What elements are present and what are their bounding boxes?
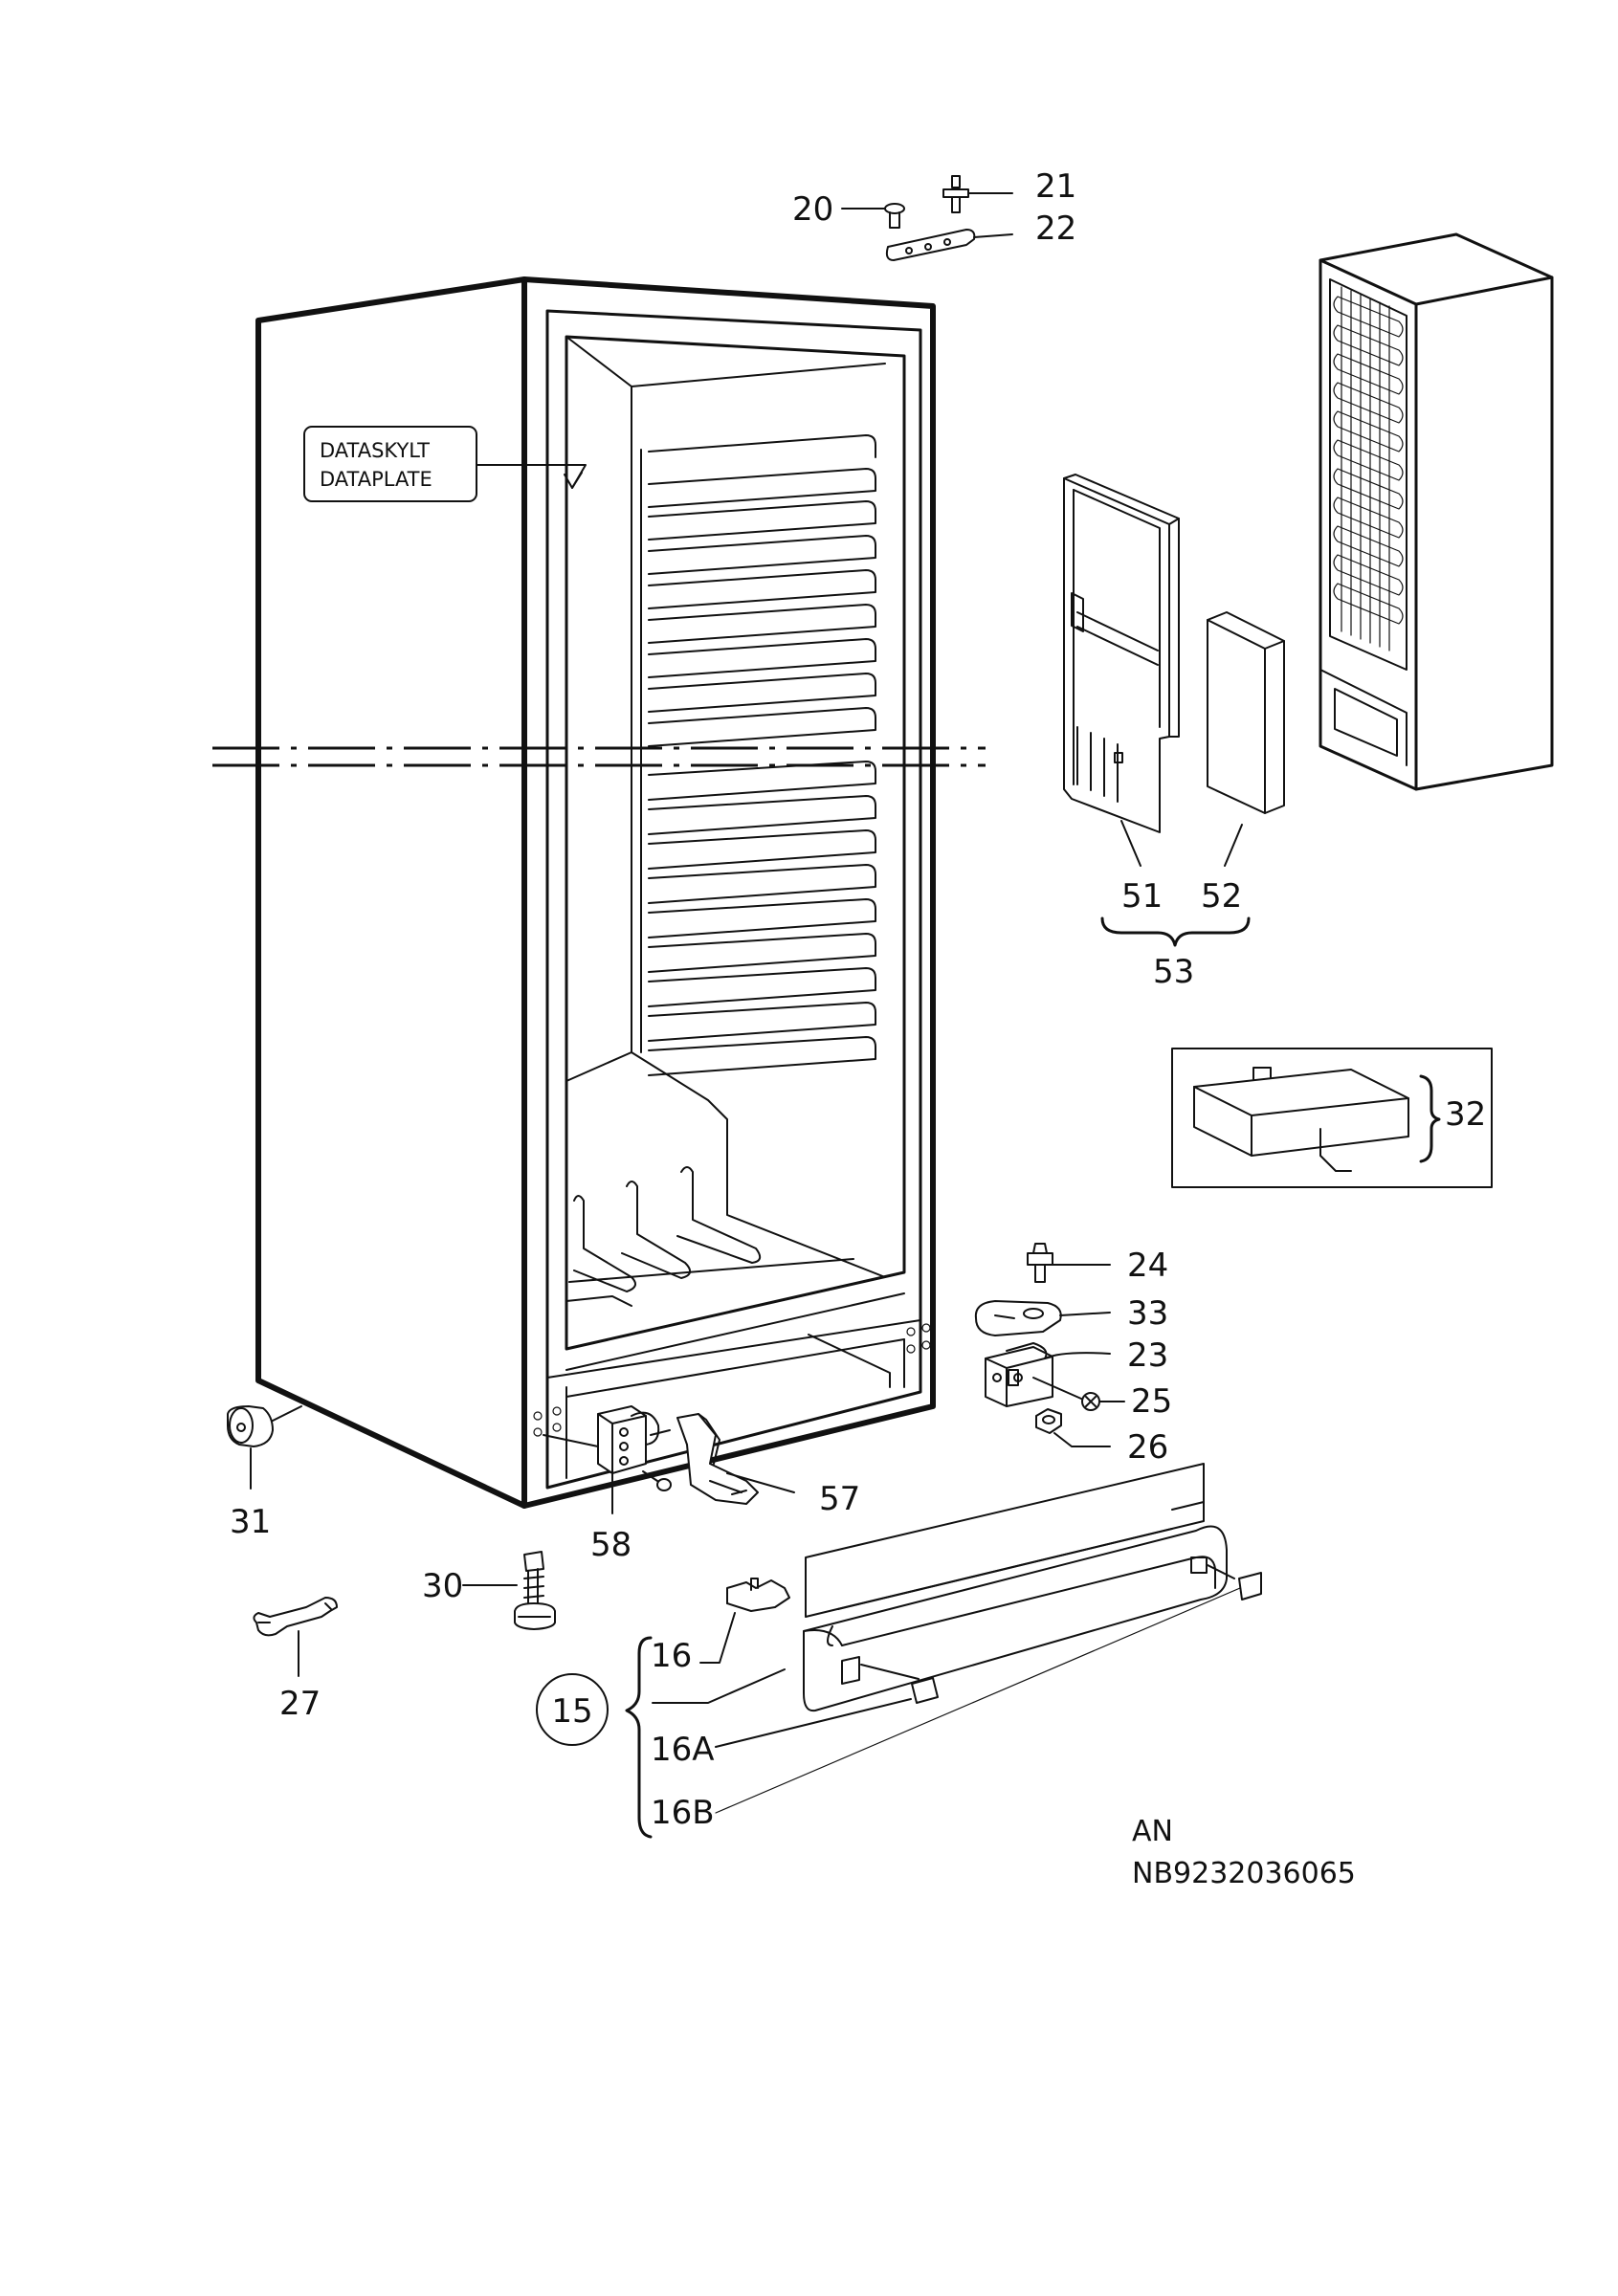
callout-58: 58: [590, 1526, 632, 1564]
pin-21: [942, 175, 969, 213]
callout-31: 31: [230, 1503, 271, 1541]
callout-23: 23: [1127, 1336, 1168, 1375]
callout-52: 52: [1201, 877, 1242, 916]
nameplate-line2: DATAPLATE: [320, 468, 432, 491]
bracket-23: [985, 1342, 1053, 1407]
cabinet-rear-view: [1319, 232, 1554, 791]
callout-16: 16: [651, 1637, 692, 1675]
shelf-rails: [640, 434, 876, 1076]
callout-16a: 16A: [651, 1731, 715, 1769]
callout-20: 20: [792, 190, 833, 229]
part-27-wrench: [253, 1597, 338, 1637]
part-32-box: 32: [1171, 1048, 1493, 1188]
callout-25: 25: [1131, 1382, 1172, 1421]
hinge-holes: [533, 1323, 931, 1437]
top-hinge-assembly: 20 21 22: [792, 167, 1076, 261]
panel-52: [1207, 611, 1285, 814]
nut-26: [1035, 1408, 1062, 1434]
part-57-foot: [676, 1413, 759, 1505]
callout-53: 53: [1153, 953, 1194, 991]
cabinet: [212, 276, 986, 1509]
kickplate-top-strip: [805, 1463, 1205, 1618]
callout-51: 51: [1121, 877, 1163, 916]
callout-32: 32: [1445, 1095, 1486, 1134]
washer-33: [974, 1300, 1062, 1336]
break-line: [212, 746, 986, 767]
end-cap-16: [726, 1578, 790, 1612]
callout-27: 27: [279, 1685, 321, 1723]
callout-21: 21: [1035, 167, 1076, 206]
screw-20: [884, 203, 905, 229]
floor-channels: [565, 1166, 854, 1307]
back-cover-assembly: 51 52 53: [1063, 474, 1285, 991]
callout-26: 26: [1127, 1428, 1168, 1467]
footer-lang: AN: [1132, 1815, 1173, 1848]
screw-25: [1032, 1377, 1100, 1411]
callout-30: 30: [422, 1567, 463, 1605]
footer-code: NB9232036065: [1132, 1857, 1356, 1890]
condenser-coil: [1333, 286, 1404, 651]
part-31-bumper: [227, 1405, 302, 1447]
cover-51: [1063, 474, 1180, 833]
part-58-hinge: [543, 1405, 672, 1491]
clip-16a: [911, 1677, 939, 1704]
plinth-assembly: 15 16 16A 16B: [536, 1463, 1262, 1839]
part-30-leveling-foot: [514, 1551, 556, 1630]
callout-24: 24: [1127, 1247, 1168, 1285]
callout-33: 33: [1127, 1294, 1168, 1333]
callout-22: 22: [1035, 210, 1076, 248]
kickplate-cover-15: [803, 1525, 1235, 1712]
clip-16b: [1238, 1572, 1262, 1601]
callout-16b: 16B: [651, 1794, 715, 1832]
pin-24: [1027, 1243, 1053, 1283]
callout-15: 15: [551, 1692, 592, 1731]
nameplate-label: DATASKYLT DATAPLATE: [303, 426, 587, 502]
callout-57: 57: [819, 1480, 860, 1518]
lower-hinge-assembly: 24 33 23 25 26: [974, 1243, 1172, 1467]
nameplate-line1: DATASKYLT: [320, 439, 430, 462]
hinge-plate-22: [885, 229, 976, 261]
